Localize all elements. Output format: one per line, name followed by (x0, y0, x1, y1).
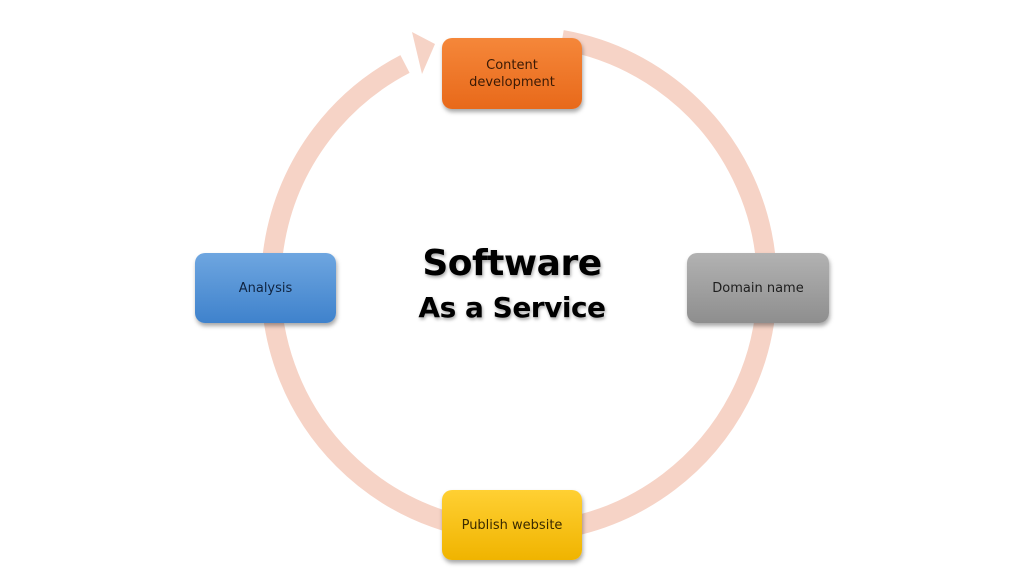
arrowhead-icon (412, 32, 435, 74)
node-domain-name: Domain name (687, 253, 829, 323)
node-label: Domain name (712, 280, 804, 296)
center-title-line1: Software (422, 243, 602, 284)
node-analysis: Analysis (195, 253, 336, 323)
node-label: Analysis (238, 280, 293, 296)
node-label: Content development (469, 57, 555, 90)
node-publish-website: Publish website (442, 490, 582, 560)
center-title: Software As a Service (352, 240, 672, 328)
node-label: Publish website (461, 517, 563, 533)
center-title-line2: As a Service (418, 291, 606, 324)
node-content-development: Content development (442, 38, 582, 109)
